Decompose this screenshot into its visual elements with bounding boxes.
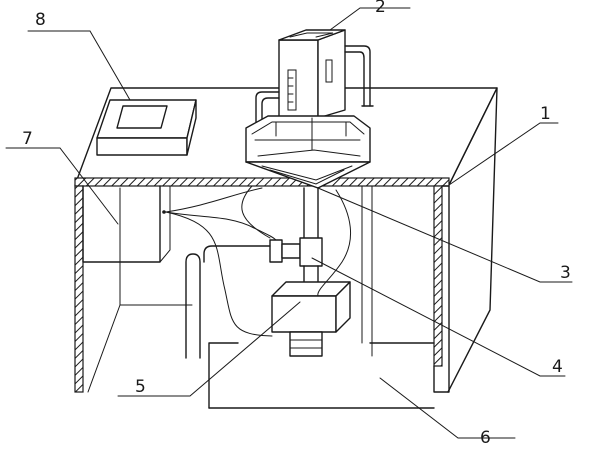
callout-2: 2 <box>329 0 411 31</box>
cables <box>165 185 352 337</box>
reservoir-tank <box>208 185 435 409</box>
callout-label: 6 <box>480 428 491 448</box>
callout-label: 1 <box>540 104 551 124</box>
callout-6: 6 <box>379 377 516 448</box>
callout-3: 3 <box>317 187 573 283</box>
callout-4: 4 <box>311 257 566 377</box>
callout-label: 7 <box>22 129 33 149</box>
callout-label: 5 <box>135 377 146 397</box>
sample-housing <box>255 29 374 125</box>
pump-motor <box>185 253 351 359</box>
callout-1: 1 <box>448 104 559 186</box>
callout-8: 8 <box>27 10 131 101</box>
callout-label: 8 <box>35 10 46 30</box>
callout-label: 3 <box>560 263 571 283</box>
callout-label: 4 <box>552 357 563 377</box>
control-unit <box>82 185 171 263</box>
callout-5: 5 <box>117 301 301 397</box>
display-monitor <box>96 99 197 156</box>
funnel-assembly <box>245 115 371 251</box>
valve <box>203 237 323 287</box>
callout-label: 2 <box>375 0 386 17</box>
callout-7: 7 <box>5 129 119 225</box>
